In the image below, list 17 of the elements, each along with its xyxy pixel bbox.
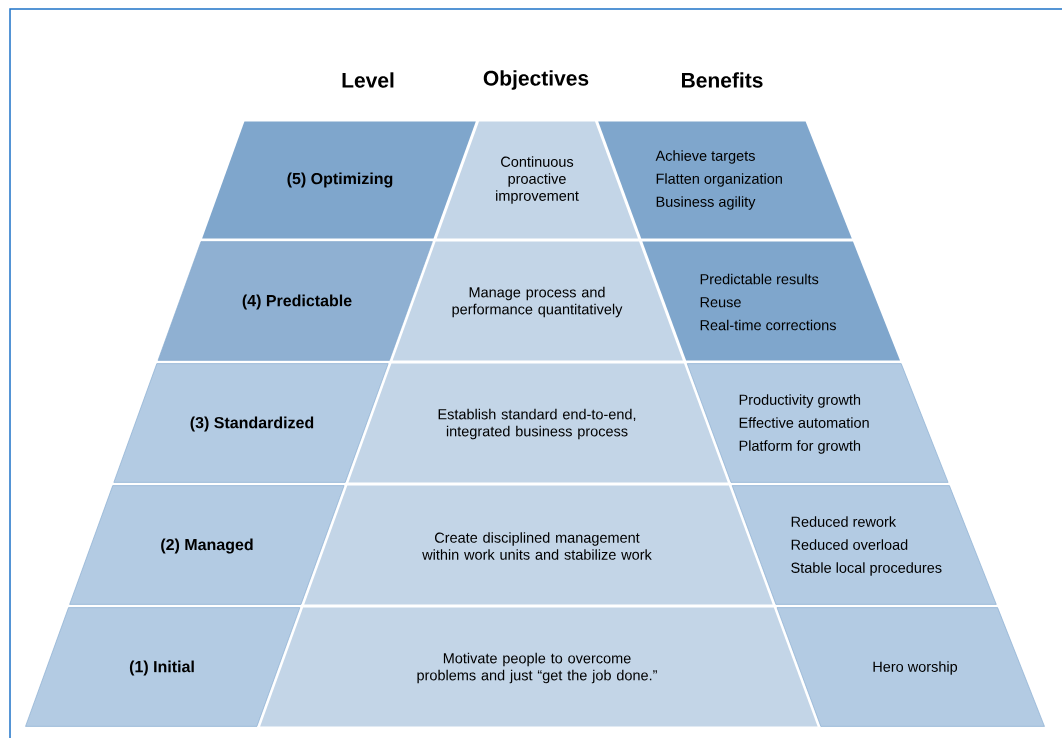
- level-band: (4) Predictable: [157, 241, 433, 361]
- column-heading: Objectives: [483, 70, 589, 90]
- column-heading: Benefits: [682, 72, 763, 88]
- benefit-band: Predictable results Reuse Real-time corrections: [642, 241, 900, 361]
- benefit-band: Achieve targets Flatten organization Business agility: [598, 121, 852, 239]
- level-band: (5) Optimizing: [202, 121, 476, 239]
- objective-band: Continuous proactive improvement: [436, 121, 638, 239]
- objective-band: Motivate people to overcome problems and just “get the job done.”: [260, 607, 818, 727]
- benefit-band: Productivity growth Effective automation Platform for growth: [686, 363, 949, 483]
- objective-band: Establish standard end-to-end, integrated business process: [348, 363, 728, 483]
- column-heading: Level: [342, 72, 394, 88]
- level-band: (1) Initial: [25, 607, 301, 727]
- level-band: (2) Managed: [69, 485, 345, 605]
- objective-band: Manage process and performance quantitatively: [392, 241, 683, 361]
- benefit-band: Hero worship: [776, 607, 1045, 727]
- benefit-band: Reduced rework Reduced overload Stable local procedures: [731, 485, 997, 605]
- level-band: (3) Standardized: [113, 363, 389, 483]
